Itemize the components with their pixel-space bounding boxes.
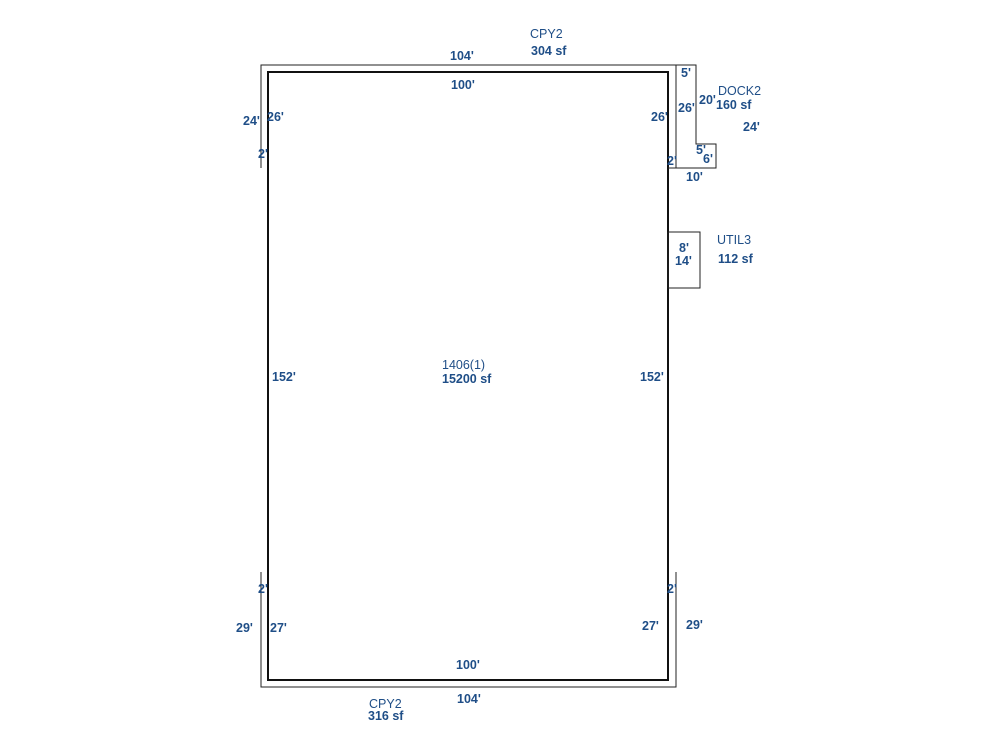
dim-top-left-outer: 24' [243,114,260,128]
dim-util-height: 14' [675,254,692,268]
util-outline [667,231,701,289]
dim-bottom-left-outer: 29' [236,621,253,635]
dim-dock-outer: 24' [743,120,760,134]
dim-bottom-left-inner: 27' [270,621,287,635]
main-area-name: 1406(1) [442,358,485,372]
dim-dock-left: 26' [678,101,695,115]
dock-outline [668,64,717,169]
dim-bottom-outer: 104' [457,692,481,706]
main-building-outline [267,71,669,681]
dim-dock-notch-h: 6' [703,152,713,166]
dim-dock-notch-v: 5' [696,143,706,157]
dim-right-main: 152' [640,370,664,384]
main-area-area: 15200 sf [442,372,492,386]
dim-bottom-right-step: 2' [667,582,677,596]
canopy-top-outline [260,64,677,168]
dim-dock-top: 5' [681,66,691,80]
dim-dock-right: 20' [699,93,716,107]
dim-top-outer: 104' [450,49,474,63]
dim-top-right-inner: 26' [651,110,668,124]
dim-bottom-right-inner: 27' [642,619,659,633]
dim-bottom-right-outer: 29' [686,618,703,632]
dim-top-left-step: 2' [258,147,268,161]
util-area: 112 sf [718,252,754,266]
canopy-top-name: CPY2 [530,27,563,41]
dock-name: DOCK2 [718,84,761,98]
dim-dock-bottom: 10' [686,170,703,184]
dim-top-right-step: 2' [667,154,677,168]
dock-area: 160 sf [716,98,752,112]
dim-left-main: 152' [272,370,296,384]
dim-util-width: 8' [679,241,689,255]
dim-top-inner: 100' [451,78,475,92]
canopy-bottom-name: CPY2 [369,697,402,711]
canopy-top-area: 304 sf [531,44,567,58]
dim-top-left-inner: 26' [267,110,284,124]
canopy-bottom-outline [260,572,677,688]
dim-bottom-left-step: 2' [258,582,268,596]
canopy-bottom-area: 316 sf [368,709,404,723]
util-name: UTIL3 [717,233,751,247]
dim-bottom-inner: 100' [456,658,480,672]
